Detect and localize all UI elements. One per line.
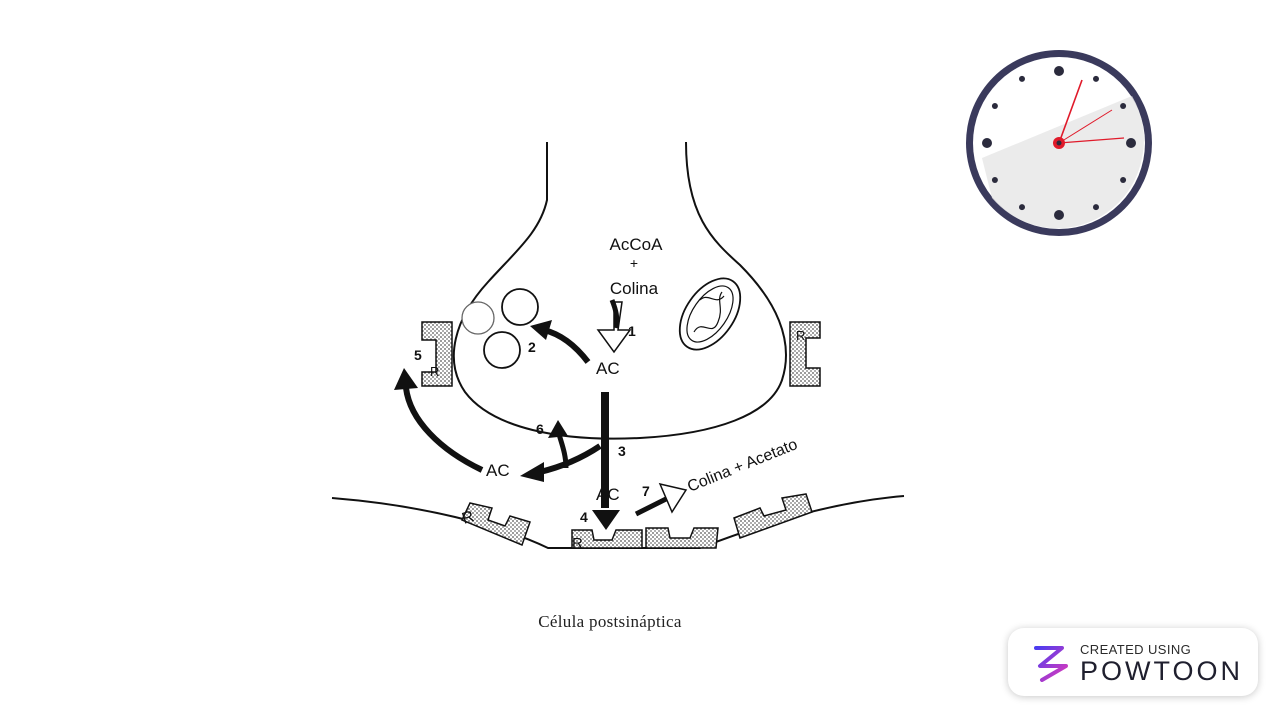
label-receptor-pre-right: R	[796, 328, 805, 343]
caption-postsynaptic-cell: Célula postsináptica	[538, 612, 682, 631]
arrow-step-5-head	[394, 368, 418, 390]
badge-powtoon-wordmark: POWTOON	[1080, 656, 1244, 686]
arrow-step-7-stem	[634, 495, 670, 517]
label-ac-cleft: AC	[486, 461, 510, 480]
vesicle	[501, 288, 539, 326]
arrow-step-6-up-head	[548, 420, 568, 438]
arrow-step-6	[539, 443, 602, 475]
postsynaptic-receptor-right	[733, 493, 813, 539]
postsynaptic-receptor-left	[460, 502, 531, 546]
clock-tick	[1126, 138, 1136, 148]
vesicle	[461, 301, 495, 335]
step-number-2: 2	[528, 339, 536, 355]
step-number-7: 7	[642, 483, 650, 499]
clock-tick	[1054, 66, 1064, 76]
clock-tick	[1019, 204, 1025, 211]
clock-tick	[991, 177, 998, 183]
clock-tick	[1093, 204, 1099, 211]
clock-tick	[982, 138, 992, 148]
powtoon-logo-icon	[1034, 646, 1068, 682]
step-number-1: 1	[628, 323, 636, 339]
label-colina: Colina	[610, 279, 659, 298]
clock-tick	[1019, 75, 1025, 82]
presynaptic-terminal-outline	[452, 141, 787, 440]
label-ac-terminal: AC	[596, 359, 620, 378]
step-number-6: 6	[536, 421, 544, 437]
badge-created-using: CREATED USING	[1080, 642, 1192, 657]
arrow-step-7-head	[658, 482, 688, 514]
arrow-step-2	[543, 327, 591, 364]
clock-tick	[1093, 75, 1099, 82]
clock-tick	[1120, 103, 1127, 109]
arrow-step-6-head	[520, 462, 544, 482]
mitochondrion	[678, 277, 742, 351]
clock-tick	[991, 103, 998, 109]
vesicle	[483, 331, 521, 369]
presynaptic-receptor-left	[421, 321, 453, 387]
label-ac-receptor: AC	[596, 485, 620, 504]
label-receptor-pre-left: R	[430, 364, 439, 379]
arrow-step-4-head	[592, 510, 620, 530]
label-accoa: AcCoA	[610, 235, 664, 254]
powtoon-badge[interactable]: CREATED USING POWTOON	[1008, 628, 1258, 696]
step-number-4: 4	[580, 509, 588, 525]
step-number-3: 3	[618, 443, 626, 459]
clock-tick	[1120, 177, 1127, 183]
label-receptor: R	[460, 508, 476, 528]
step-number-5: 5	[414, 347, 422, 363]
arrow-step-2-head	[530, 320, 552, 340]
arrow-step-5	[403, 387, 484, 473]
postsynaptic-receptor-center	[571, 527, 719, 549]
label-receptor-center: R	[572, 535, 583, 552]
label-products: Colina + Acetato	[685, 436, 800, 496]
label-plus: +	[630, 255, 638, 271]
presynaptic-receptor-right	[789, 321, 821, 387]
clock-icon	[966, 50, 1152, 236]
clock-tick	[1054, 210, 1064, 220]
arrow-step-1-stem	[609, 299, 620, 329]
